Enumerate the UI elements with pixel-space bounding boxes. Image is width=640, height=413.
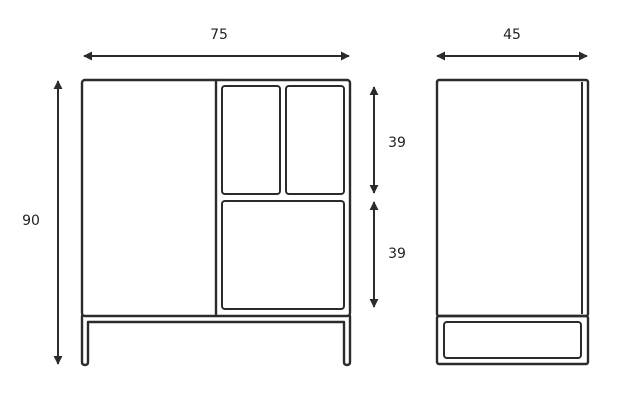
upper-compartment-label: 39 <box>388 135 406 151</box>
front-base-legs <box>80 314 352 367</box>
side-cabinet-body <box>435 78 590 318</box>
width-label: 75 <box>210 27 228 43</box>
top-right-compartment <box>285 85 345 195</box>
side-base <box>435 314 590 366</box>
dimension-labels: 75 45 90 39 39 <box>22 27 521 262</box>
side-view <box>435 78 590 366</box>
front-view <box>80 78 352 367</box>
depth-label: 45 <box>503 27 521 43</box>
lower-compartment-label: 39 <box>388 246 406 262</box>
bottom-compartment <box>221 200 345 310</box>
dimension-lines <box>53 51 588 365</box>
top-left-compartment <box>221 85 281 195</box>
height-label: 90 <box>22 213 40 229</box>
side-base-inset <box>443 321 582 359</box>
